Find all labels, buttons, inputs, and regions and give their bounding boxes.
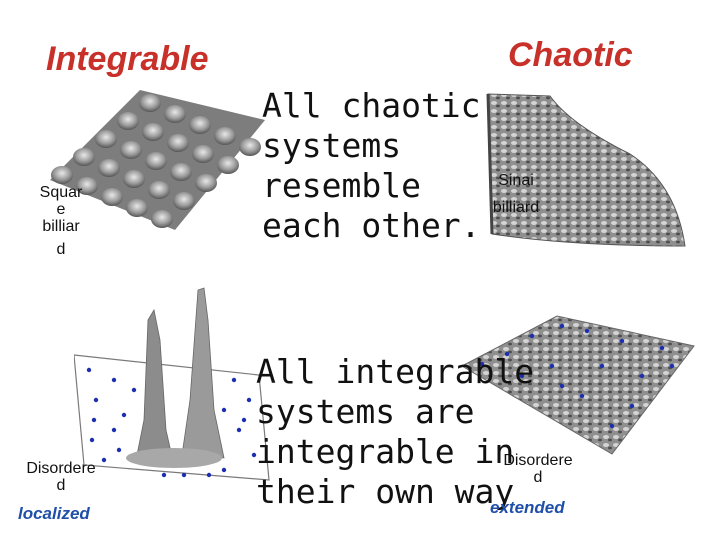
surface-bump <box>51 166 73 184</box>
surface-bump <box>192 145 214 163</box>
surface-bump <box>217 156 239 174</box>
impurity-dot <box>112 428 116 432</box>
impurity-dot <box>92 418 96 422</box>
impurity-dot <box>132 388 136 392</box>
sinai-billiard-surface <box>480 84 690 254</box>
localized-disorder-surface <box>74 280 274 490</box>
surface-bump <box>126 199 148 217</box>
impurity-dot <box>580 394 584 398</box>
impurity-dot <box>660 346 664 350</box>
surface-bump <box>189 116 211 134</box>
impurity-dot <box>122 413 126 417</box>
impurity-dot <box>640 374 644 378</box>
impurity-dot <box>237 428 241 432</box>
localized-label: localized <box>18 504 90 524</box>
surface-bump <box>173 192 195 210</box>
surface-bump <box>195 174 217 192</box>
impurity-dot <box>670 364 674 368</box>
surface-bump <box>101 188 123 206</box>
surface-bump <box>148 181 170 199</box>
impurity-dot <box>232 378 236 382</box>
surface-bump <box>142 123 164 141</box>
surface-bump <box>164 105 186 123</box>
impurity-dot <box>87 368 91 372</box>
impurity-dot <box>560 384 564 388</box>
impurity-dot <box>90 438 94 442</box>
impurity-dot <box>207 473 211 477</box>
impurity-dot <box>242 418 246 422</box>
impurity-dot <box>112 378 116 382</box>
surface-bump <box>120 141 142 159</box>
impurity-dot <box>247 398 251 402</box>
surface-bump <box>98 159 120 177</box>
impurity-dot <box>585 329 589 333</box>
surface-bump <box>73 148 95 166</box>
surface-bump <box>95 130 117 148</box>
surface-bump <box>117 112 139 130</box>
impurity-dot <box>550 364 554 368</box>
integrable-heading: Integrable <box>46 40 208 79</box>
impurity-dot <box>162 473 166 477</box>
extended-label: extended <box>490 498 565 518</box>
impurity-dot <box>94 398 98 402</box>
impurity-dot <box>530 334 534 338</box>
impurity-dot <box>620 339 624 343</box>
impurity-dot <box>630 404 634 408</box>
surface-bump <box>151 210 173 228</box>
chaotic-heading: Chaotic <box>508 36 633 75</box>
surface-bump <box>167 134 189 152</box>
surface-bump <box>170 163 192 181</box>
impurity-dot <box>610 424 614 428</box>
impurity-dot <box>222 408 226 412</box>
surface-bump <box>145 152 167 170</box>
impurity-dot <box>182 473 186 477</box>
surface-bump <box>123 170 145 188</box>
impurity-dot <box>600 364 604 368</box>
impurity-dot <box>560 324 564 328</box>
surface-bump <box>214 127 236 145</box>
surface-bump <box>239 138 261 156</box>
surface-bump <box>139 94 161 112</box>
impurity-dot <box>222 468 226 472</box>
impurity-dot <box>117 448 121 452</box>
